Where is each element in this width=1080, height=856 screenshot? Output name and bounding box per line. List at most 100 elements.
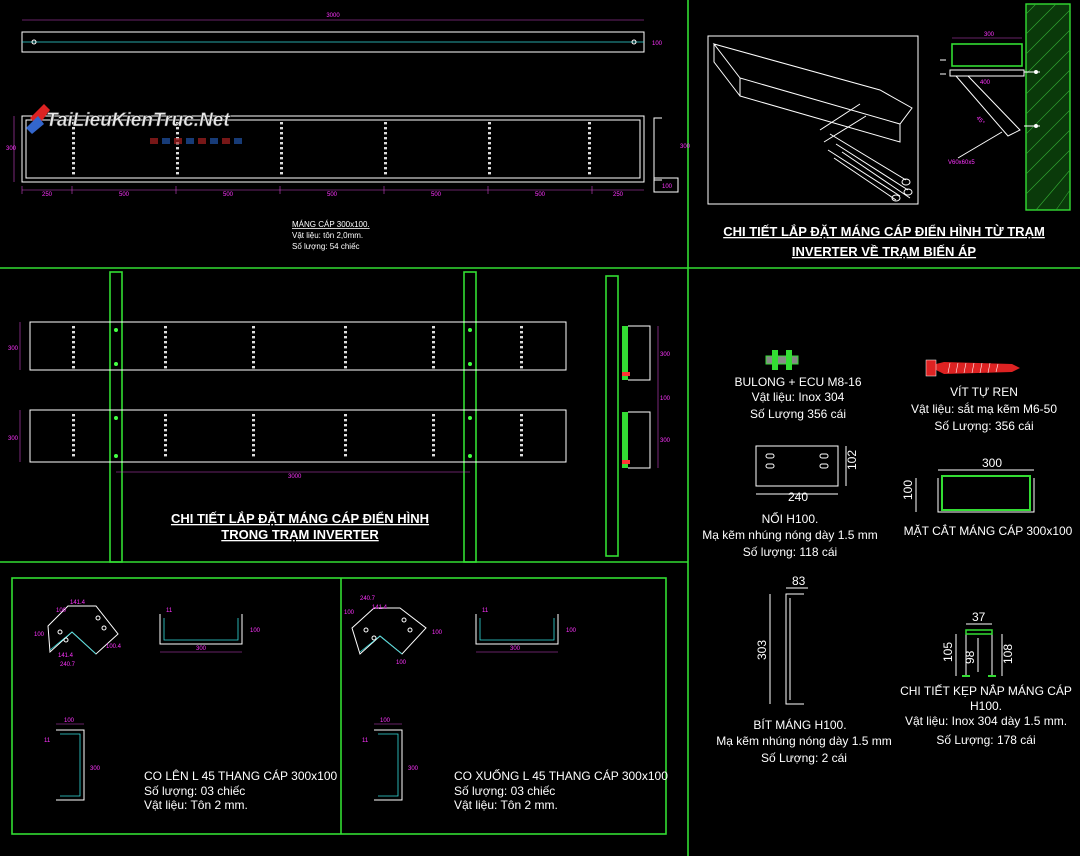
- inverter-slot: [520, 424, 523, 427]
- inverter-slot: [164, 351, 167, 354]
- tray-slot: [72, 167, 75, 170]
- tray-slot: [176, 122, 179, 125]
- clamp-detail: 37 105 98 108 CHI TIẾT KẸP NẮP MÁNG CÁP …: [900, 610, 1072, 747]
- clamp-name-line1: CHI TIẾT KẸP NẮP MÁNG CÁP: [900, 683, 1072, 698]
- inverter-slot: [344, 439, 347, 442]
- tray-slot: [280, 152, 283, 155]
- inverter-slot: [432, 336, 435, 339]
- inverter-slot: [252, 419, 255, 422]
- tray-slot: [588, 122, 591, 125]
- inverter-slot: [520, 419, 523, 422]
- inverter-slot: [164, 356, 167, 359]
- inverter-title-line1: CHI TIẾT LẮP ĐẶT MÁNG CÁP ĐIỂN HÌNH: [171, 511, 429, 526]
- inverter-slot: [72, 454, 75, 457]
- elbow-up-dim-1: 100: [56, 608, 67, 614]
- inverter-slot: [344, 444, 347, 447]
- tray-slot: [384, 127, 387, 130]
- inverter-slot: [432, 424, 435, 427]
- tray-slot: [384, 172, 387, 175]
- inverter-slot: [520, 336, 523, 339]
- inverter-slot: [72, 346, 75, 349]
- inverter-slot: [252, 346, 255, 349]
- inverter-slot: [252, 326, 255, 329]
- elbow-down-dim-3: 100: [432, 630, 443, 636]
- tray-quantity: Số lượng: 54 chiếc: [292, 242, 360, 251]
- inverter-slot: [252, 424, 255, 427]
- inverter-slot: [252, 434, 255, 437]
- tray-slot: [176, 127, 179, 130]
- inverter-slot: [164, 439, 167, 442]
- elbow-down-side-lip: 11: [362, 738, 369, 744]
- route-side-dimension: 400: [980, 80, 991, 86]
- section-name: MẶT CẮT MÁNG CÁP 300x100: [904, 523, 1073, 538]
- inverter-slot: [72, 444, 75, 447]
- inverter-slot: [432, 439, 435, 442]
- tray-slot: [488, 152, 491, 155]
- tray-slot: [588, 162, 591, 165]
- tray-slot: [72, 152, 75, 155]
- tray-slot: [384, 142, 387, 145]
- elbow-up-dim-2: 141.4: [70, 600, 86, 606]
- inverter-slot: [520, 326, 523, 329]
- inverter-slot: [520, 346, 523, 349]
- inverter-slot: [344, 361, 347, 364]
- tray-slot: [488, 167, 491, 170]
- inverter-slot: [344, 424, 347, 427]
- inverter-slot: [252, 414, 255, 417]
- inverter-slot: [344, 414, 347, 417]
- inverter-slot: [432, 454, 435, 457]
- inverter-row1-height: 300: [8, 346, 19, 352]
- inverter-slot: [164, 341, 167, 344]
- inverter-slot: [72, 356, 75, 359]
- inverter-slot: [432, 346, 435, 349]
- route-angle-label: V60x60x5: [948, 160, 975, 166]
- inverter-slot: [72, 419, 75, 422]
- inverter-slot: [252, 341, 255, 344]
- elbow-down-material: Vật liệu: Tôn 2 mm.: [454, 798, 558, 812]
- elbow-up-quantity: Số lượng: 03 chiếc: [144, 784, 245, 798]
- tray-slot: [588, 157, 591, 160]
- inverter-slot: [344, 346, 347, 349]
- inverter-slot: [520, 429, 523, 432]
- tray-slot: [488, 172, 491, 175]
- inverter-slot: [432, 449, 435, 452]
- tray-slot: [588, 152, 591, 155]
- inverter-slot: [432, 414, 435, 417]
- tray-slot: [72, 122, 75, 125]
- tray-slot: [588, 132, 591, 135]
- tray-segment-label: 250: [42, 192, 53, 198]
- inverter-slot: [164, 419, 167, 422]
- inverter-slot: [252, 454, 255, 457]
- side-view-height: 300: [680, 144, 691, 150]
- elevation-dim-2: 100: [660, 396, 671, 402]
- inverter-slot: [432, 429, 435, 432]
- tray-slot: [488, 122, 491, 125]
- joint-quantity: Số lượng: 118 cái: [743, 545, 837, 559]
- inverter-slot: [252, 331, 255, 334]
- inverter-slot: [344, 356, 347, 359]
- inverter-slot: [432, 419, 435, 422]
- tray-slot: [488, 162, 491, 165]
- section-detail: 300 100 MẶT CẮT MÁNG CÁP 300x100: [901, 456, 1073, 538]
- inverter-slot: [164, 434, 167, 437]
- inverter-slot: [164, 454, 167, 457]
- tray-slot: [384, 137, 387, 140]
- inverter-slot: [344, 434, 347, 437]
- inverter-slot: [520, 366, 523, 369]
- tray-slot: [384, 157, 387, 160]
- tray-slot: [72, 157, 75, 160]
- inverter-slot: [72, 361, 75, 364]
- tray-slot: [280, 132, 283, 135]
- tray-slot: [176, 132, 179, 135]
- tray-slot-columns: [72, 122, 591, 175]
- inverter-slot: [252, 444, 255, 447]
- inverter-slot: [252, 361, 255, 364]
- joint-material: Mạ kẽm nhúng nóng dày 1.5 mm: [702, 528, 877, 542]
- elbow-down-dim-4: 100: [396, 660, 407, 666]
- inverter-slot: [72, 424, 75, 427]
- elbow-down-detail: 240.7 141.4 100 100 100 300 11 100 100 1…: [344, 596, 668, 812]
- clamp-quantity: Số Lượng: 178 cái: [936, 733, 1035, 747]
- inverter-slot: [432, 366, 435, 369]
- end-cap-top: 83: [792, 574, 806, 588]
